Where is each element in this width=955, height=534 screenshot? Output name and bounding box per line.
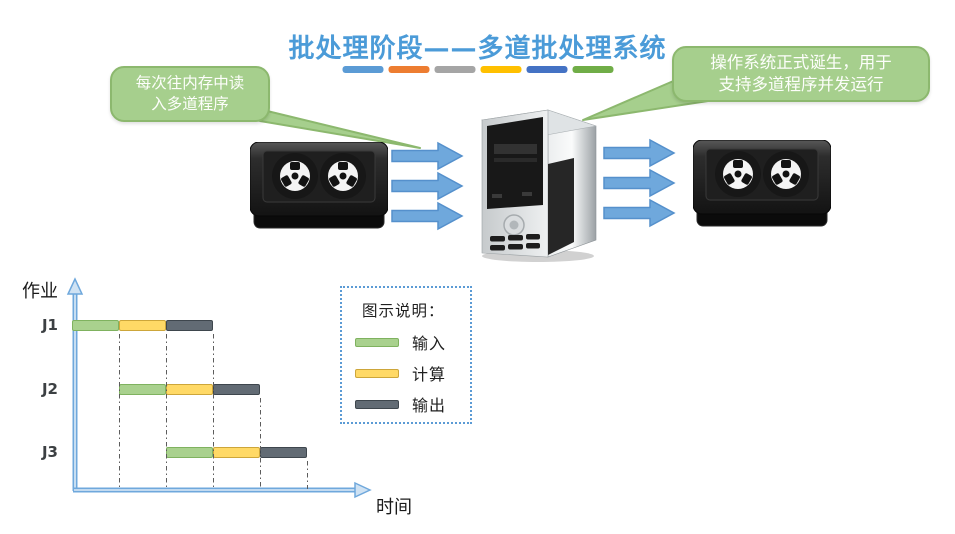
flow-arrow <box>603 138 676 168</box>
title-underline-dash <box>388 66 429 73</box>
job-label-J3: J3 <box>41 443 58 461</box>
input-tape-reel-icon <box>249 141 389 234</box>
legend-item: 计算 <box>355 364 460 384</box>
legend-swatch <box>355 399 399 409</box>
callout-left: 每次往内存中读 入多道程序 <box>110 66 270 122</box>
gantt-bar-J1-输入 <box>72 320 119 331</box>
flow-arrow <box>391 141 464 171</box>
gantt-bar-J3-输出 <box>260 447 307 458</box>
title-underline-dash <box>434 66 475 73</box>
gantt-bar-J1-计算 <box>119 320 166 331</box>
gantt-bar-J3-输入 <box>166 447 213 458</box>
flow-arrow <box>391 171 464 201</box>
y-axis-arrowhead <box>66 277 84 295</box>
x-axis-label: 时间 <box>376 497 412 518</box>
legend-swatch <box>355 337 399 347</box>
title-underline-dash <box>572 66 613 73</box>
computer-tower-graphic <box>480 109 597 262</box>
callout-right-line2: 支持多道程序并发运行 <box>718 75 884 94</box>
title-underline <box>342 66 613 73</box>
legend-rows: 输入计算输出 <box>355 333 460 415</box>
tape-reel-graphic <box>692 139 832 227</box>
callout-left-line2: 入多道程序 <box>151 95 229 113</box>
gantt-guide-line <box>307 461 308 489</box>
gantt-guide-line <box>119 334 120 489</box>
legend-label: 输入 <box>412 334 447 353</box>
job-label-J1: J1 <box>41 316 58 334</box>
gantt-bar-J2-计算 <box>166 384 213 395</box>
tape-reel-graphic <box>249 141 389 229</box>
legend-title: 图示说明： <box>362 302 445 320</box>
title-underline-dash <box>342 66 383 73</box>
gantt-bar-J3-计算 <box>213 447 260 458</box>
chart-legend: 图示说明： 输入计算输出 <box>340 286 472 424</box>
gantt-bar-J2-输入 <box>119 384 166 395</box>
title-underline-dash <box>526 66 567 73</box>
x-axis <box>73 481 372 499</box>
callout-right-line1: 操作系统正式诞生，用于 <box>710 52 892 72</box>
output-tape-reel-icon <box>692 139 832 232</box>
flow-arrow <box>603 198 676 228</box>
gantt-bar-J1-输出 <box>166 320 213 331</box>
gantt-bar-J2-输出 <box>213 384 260 395</box>
legend-item: 输出 <box>355 395 460 415</box>
page-title: 批处理阶段——多道批处理系统 <box>288 34 667 64</box>
legend-item: 输入 <box>355 333 460 353</box>
callout-right: 操作系统正式诞生，用于 支持多道程序并发运行 <box>672 46 930 102</box>
flow-arrow <box>603 168 676 198</box>
y-axis-label: 作业 <box>22 281 58 302</box>
gantt-guide-line <box>213 334 214 489</box>
x-axis-arrowhead <box>354 481 372 499</box>
title-underline-dash <box>480 66 521 73</box>
legend-label: 计算 <box>412 365 447 384</box>
y-axis <box>66 277 84 491</box>
job-label-J2: J2 <box>41 380 58 398</box>
gantt-guide-line <box>166 334 167 489</box>
flow-arrow <box>391 201 464 231</box>
callout-left-line1: 每次往内存中读 <box>135 74 245 93</box>
legend-swatch <box>355 368 399 378</box>
computer-tower-icon <box>468 106 603 266</box>
gantt-guide-line <box>260 398 261 489</box>
legend-label: 输出 <box>412 396 447 415</box>
